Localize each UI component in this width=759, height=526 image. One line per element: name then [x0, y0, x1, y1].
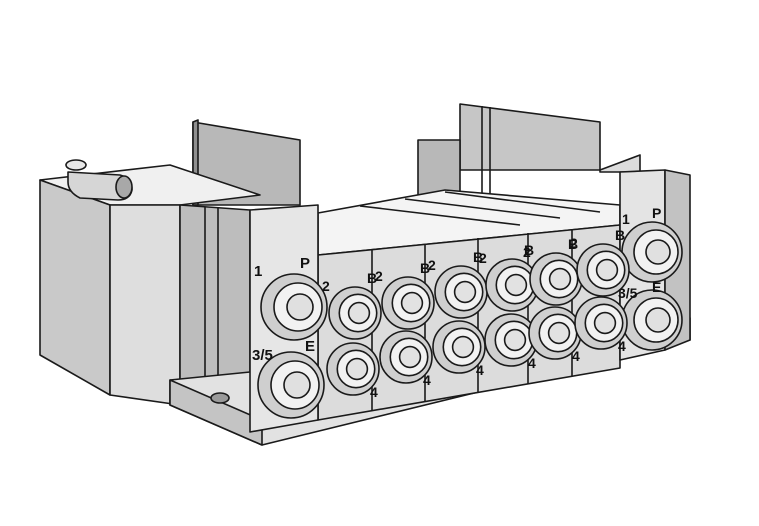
station-6-port-b-label: B: [615, 227, 625, 243]
station-5-port-4-label: 4: [572, 348, 580, 364]
station-5-port-a-fitting: [529, 252, 583, 306]
left-supply-label: 1: [254, 263, 262, 280]
right-p-label: P: [652, 205, 661, 221]
station-2-port-a-fitting: [381, 276, 435, 330]
port-fitting-right-top: [621, 221, 683, 283]
station-1-port-2-label: 2: [322, 278, 330, 294]
station-1-port-b-fitting: [326, 342, 380, 396]
station-2-port-b-fitting: [379, 330, 433, 384]
station-6-port-2-label: 2: [570, 235, 578, 251]
station-2-port-4-label: 4: [423, 372, 431, 388]
left-exhaust-label: 3/5: [252, 347, 273, 364]
right-supply-label: 1: [622, 211, 630, 227]
station-2-port-2-label: 2: [375, 268, 383, 284]
station-4-port-a-fitting: [485, 258, 539, 312]
station-5-port-b-label: B: [568, 236, 578, 252]
station-6-port-a-fitting: [576, 243, 630, 297]
station-fittings: [326, 243, 630, 396]
mounting-hole: [210, 392, 230, 404]
port-fitting-left-top: [260, 273, 328, 341]
station-4-port-2-label: 2: [479, 250, 487, 266]
station-4-port-4-label: 4: [528, 355, 536, 371]
port-fitting-right-bottom: [621, 289, 683, 351]
station-5-port-2-label: 2: [523, 244, 531, 260]
station-3-port-b-fitting: [432, 320, 486, 374]
station-3-port-b-label: B: [473, 249, 483, 265]
station-3-port-a-fitting: [434, 265, 488, 319]
station-3-port-2-label: 2: [428, 257, 436, 273]
left-p-label: P: [300, 255, 310, 272]
station-6-port-4-label: 4: [618, 338, 626, 354]
station-2-port-b-label: B: [420, 260, 430, 276]
rear-plate-right: [417, 103, 641, 201]
station-5-port-b-fitting: [528, 306, 582, 360]
mounting-knob: [65, 159, 133, 201]
left-end-block: [39, 164, 261, 421]
right-exhaust-label: 3/5: [618, 285, 638, 301]
station-3-port-4-label: 4: [476, 362, 484, 378]
station-1-port-4-label: 4: [370, 384, 378, 400]
station-1-port-a-fitting: [328, 286, 382, 340]
station-1-port-b-label: B: [367, 270, 377, 286]
station-6-port-b-fitting: [574, 296, 628, 350]
station-4-port-b-label: B: [524, 242, 534, 258]
port-fitting-left-bottom: [257, 351, 325, 419]
left-e-label: E: [305, 338, 315, 355]
right-e-label: E: [652, 279, 661, 295]
